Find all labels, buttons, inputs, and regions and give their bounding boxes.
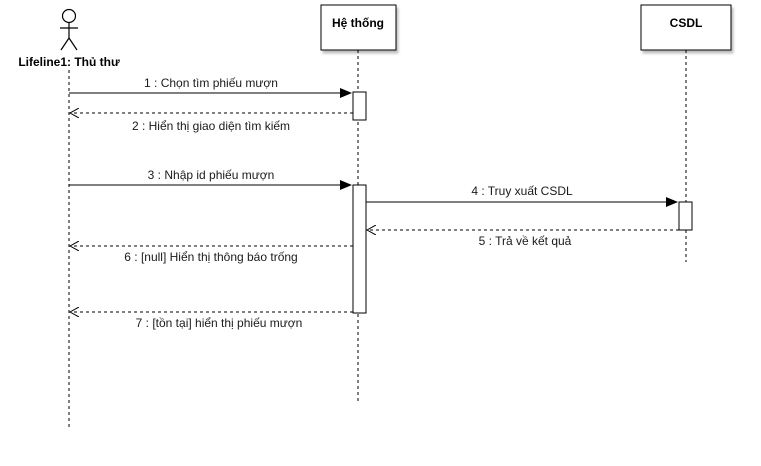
message-3: 3 : Nhập id phiếu mượn — [69, 168, 352, 190]
system-activation-2 — [352, 184, 367, 314]
message-6-label: 6 : [null] Hiển thị thông báo trống — [124, 250, 297, 264]
message-2: 2 : Hiển thị giao diện tìm kiếm — [70, 113, 353, 133]
message-1: 1 : Chọn tìm phiếu mượn — [69, 76, 352, 98]
actor-thu-thu: Lifeline1: Thủ thư — [18, 8, 120, 69]
message-1-label: 1 : Chọn tìm phiếu mượn — [144, 76, 278, 90]
message-6: 6 : [null] Hiển thị thông báo trống — [70, 246, 353, 264]
message-4-label: 4 : Truy xuất CSDL — [471, 184, 573, 198]
system-head: Hệ thống — [320, 4, 397, 51]
person-icon — [60, 8, 78, 51]
db-activation — [678, 201, 693, 231]
system-activation-1 — [352, 91, 367, 121]
message-4: 4 : Truy xuất CSDL — [366, 184, 678, 207]
message-5: 5 : Trả về kết quả — [367, 230, 679, 248]
actor-label: Lifeline1: Thủ thư — [18, 55, 120, 69]
message-5-label: 5 : Trả về kết quả — [479, 234, 572, 248]
db-head: CSDL — [640, 4, 732, 51]
db-head-label: CSDL — [670, 16, 703, 30]
message-7: 7 : [tồn tại] hiển thị phiếu mượn — [70, 312, 353, 330]
message-2-label: 2 : Hiển thị giao diện tìm kiếm — [132, 119, 290, 133]
system-head-label: Hệ thống — [332, 16, 384, 30]
message-3-label: 3 : Nhập id phiếu mượn — [148, 168, 275, 182]
message-7-label: 7 : [tồn tại] hiển thị phiếu mượn — [136, 316, 303, 330]
